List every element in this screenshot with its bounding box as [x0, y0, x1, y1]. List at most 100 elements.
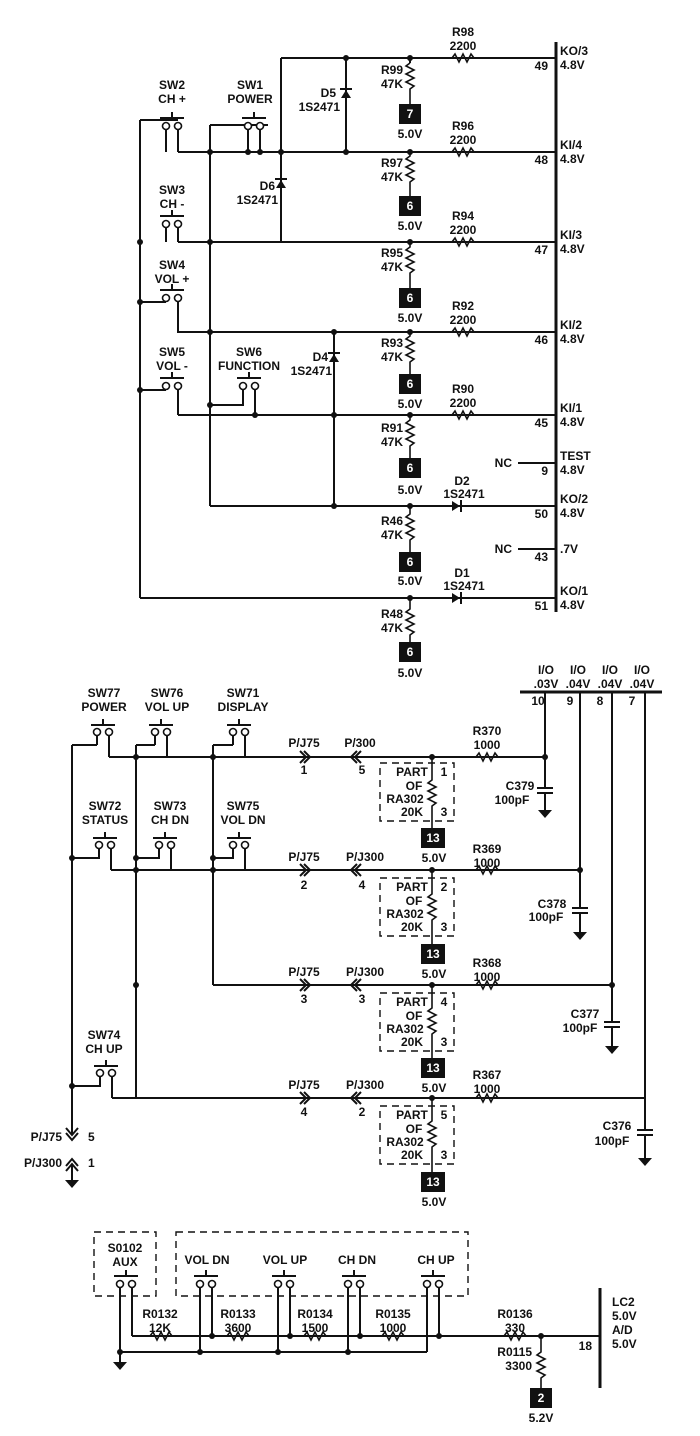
switch-label: CH UP: [85, 1042, 122, 1056]
pin-label: A/D: [612, 1323, 633, 1337]
switch-sw5[interactable]: SW5 VOL -: [156, 345, 188, 391]
capacitor-c376: [637, 1098, 653, 1158]
resistor-ref: R98: [452, 25, 474, 39]
svg-text:VOL UP: VOL UP: [263, 1253, 307, 1267]
svg-text:3: 3: [441, 1035, 448, 1049]
svg-text:CH UP: CH UP: [417, 1253, 454, 1267]
switch-label: DISPLAY: [218, 700, 269, 714]
resistor-r90: R90 2200: [450, 382, 477, 421]
diode-part: 1S2471: [299, 100, 341, 114]
svg-text:50: 50: [535, 507, 549, 521]
nc-label: NC: [495, 456, 513, 470]
svg-text:TEST: TEST: [560, 449, 591, 463]
switch-sw76[interactable]: SW76 VOL UP: [145, 686, 189, 737]
switch-ch-up[interactable]: [421, 1270, 445, 1289]
svg-text:100pF: 100pF: [595, 1134, 630, 1148]
resistor-r0136: R0136 330: [497, 1307, 533, 1342]
switch-ref: SW1: [237, 78, 263, 92]
switch-ref: SW6: [236, 345, 262, 359]
resistor-ref: R96: [452, 119, 474, 133]
pin-47: 47 KI/3 4.8V: [535, 228, 585, 257]
node-voltage: 5.2V: [529, 1411, 554, 1425]
wire: [232, 735, 246, 757]
switch-ref: SW5: [159, 345, 185, 359]
wire: [247, 130, 261, 152]
node-box: [399, 196, 421, 216]
wire: [72, 1076, 113, 1098]
node-number: 6: [407, 377, 414, 391]
diode-d2: D2 1S2471: [443, 474, 485, 512]
switch-sw77[interactable]: SW77 POWER: [81, 686, 127, 737]
node-box: [530, 1388, 552, 1408]
resistor-ref: R92: [452, 299, 474, 313]
svg-text:5.0V: 5.0V: [422, 967, 447, 981]
svg-text:C379: C379: [506, 779, 535, 793]
wire: [140, 301, 210, 333]
svg-text:KI/2: KI/2: [560, 318, 582, 332]
switch-ch-dn[interactable]: [342, 1270, 366, 1289]
node-voltage: 5.0V: [398, 483, 423, 497]
pullup-r99: R99 47K 7 5.0V: [381, 58, 422, 141]
resistor-r369: [475, 864, 499, 876]
svg-text:I/O: I/O: [602, 663, 618, 677]
svg-text:.04V: .04V: [566, 677, 591, 691]
svg-text:13: 13: [426, 1175, 440, 1189]
svg-text:4: 4: [441, 995, 448, 1009]
resistor-value: 2200: [450, 223, 477, 237]
svg-text:CH DN: CH DN: [338, 1253, 376, 1267]
svg-text:7: 7: [629, 694, 636, 708]
svg-text:PART: PART: [396, 995, 428, 1009]
switch-sw75[interactable]: SW75 VOL DN: [220, 799, 266, 850]
svg-text:P/J300: P/J300: [346, 965, 384, 979]
svg-text:2: 2: [301, 878, 308, 892]
pin-51: 51 KO/1 4.8V: [535, 584, 589, 613]
switch-label: CH DN: [151, 813, 189, 827]
wire: [165, 228, 179, 242]
svg-text:4.8V: 4.8V: [560, 598, 585, 612]
diode-ref: D4: [313, 350, 329, 364]
svg-text:4.8V: 4.8V: [560, 152, 585, 166]
wire: [136, 848, 172, 870]
svg-text:.04V: .04V: [598, 677, 623, 691]
switch-sw4[interactable]: SW4 VOL +: [155, 258, 190, 303]
node-number: 6: [407, 555, 414, 569]
switch-aux[interactable]: [114, 1270, 138, 1289]
switch-sw72[interactable]: SW72 STATUS: [82, 799, 128, 850]
svg-text:4.8V: 4.8V: [560, 415, 585, 429]
svg-text:RA302: RA302: [386, 1022, 424, 1036]
switch-sw74[interactable]: SW74 CH UP: [85, 1028, 123, 1078]
node-voltage: 5.0V: [398, 666, 423, 680]
diode-d6: D6 1S2471: [237, 178, 287, 207]
switch-ref: SW2: [159, 78, 185, 92]
svg-text:13: 13: [426, 831, 440, 845]
node-box: [399, 642, 421, 662]
node-box: [399, 458, 421, 478]
switch-sw3[interactable]: SW3 CH -: [159, 183, 185, 229]
svg-text:4.8V: 4.8V: [560, 242, 585, 256]
switch-ref: SW76: [151, 686, 184, 700]
switch-ref: SW3: [159, 183, 185, 197]
svg-text:3: 3: [441, 805, 448, 819]
node-number: 2: [538, 1391, 545, 1405]
diode-d1: D1 1S2471: [443, 566, 485, 604]
switch-vol-dn[interactable]: [194, 1270, 218, 1289]
svg-text:49: 49: [535, 59, 549, 73]
switch-ref: SW71: [227, 686, 260, 700]
switch-ref: SW77: [88, 686, 121, 700]
switch-sw6[interactable]: SW6 FUNCTION: [218, 345, 280, 391]
svg-text:P/J300: P/J300: [346, 1078, 384, 1092]
switch-sw2[interactable]: SW2 CH +: [158, 78, 186, 131]
svg-text:P/J75: P/J75: [288, 1078, 320, 1092]
svg-text:I/O: I/O: [634, 663, 650, 677]
switch-sw73[interactable]: SW73 CH DN: [151, 799, 189, 850]
svg-text:330: 330: [505, 1321, 525, 1335]
switch-sw71[interactable]: SW71 DISPLAY: [218, 686, 269, 737]
svg-text:13: 13: [426, 947, 440, 961]
switch-sw1[interactable]: SW1 POWER: [227, 78, 273, 131]
switch-label: VOL +: [155, 272, 190, 286]
switch-vol-up[interactable]: [272, 1270, 296, 1289]
svg-text:2: 2: [441, 880, 448, 894]
svg-text:KI/3: KI/3: [560, 228, 582, 242]
pin-46: 46 KI/2 4.8V: [535, 318, 585, 347]
resistor-r0135: R0135 1000: [375, 1307, 411, 1342]
